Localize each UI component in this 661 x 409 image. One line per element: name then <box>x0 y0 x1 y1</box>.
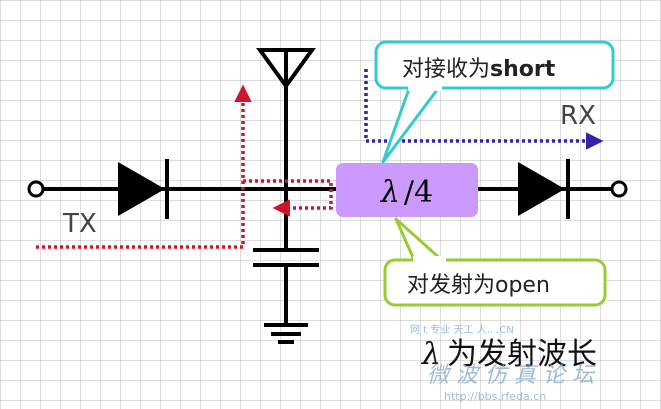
rx-diode <box>518 159 570 219</box>
note-lambda-symbol: λ <box>421 337 441 372</box>
antenna-icon <box>256 48 316 90</box>
lambda-box-fraction: /4 <box>404 175 433 210</box>
callout-open: 对发射为open <box>383 217 607 307</box>
watermark: 网 t 专业 天工 人.. .CN 微 波 仿 真 论 坛 http://bbs… <box>410 323 596 403</box>
rx-label: RX <box>560 101 596 131</box>
callout-short: 对接收为short <box>374 40 615 164</box>
lambda-box-symbol: λ <box>380 175 400 210</box>
watermark-line2: 微 波 仿 真 论 坛 <box>427 363 596 388</box>
watermark-url: http://bbs.rfeda.cn <box>444 390 546 403</box>
capacitor-icon <box>253 248 319 267</box>
note-text: 为发射波长 <box>447 337 597 372</box>
callout-short-prefix: 对接收为 <box>402 57 490 82</box>
rx-terminal <box>610 180 628 198</box>
watermark-line1: 网 t 专业 天工 人.. .CN <box>410 323 514 336</box>
tx-terminal <box>27 180 45 198</box>
tx-diode <box>118 159 169 219</box>
lambda-quarter-box <box>336 163 478 217</box>
svg-text:对接收为short: 对接收为short <box>402 57 556 82</box>
tx-path <box>36 84 333 249</box>
rx-path <box>364 69 604 150</box>
callout-open-text: 对发射为open <box>407 273 550 298</box>
ground-icon <box>264 323 308 344</box>
tx-label: TX <box>62 209 97 239</box>
svg-text:λ/4: λ/4 <box>380 175 433 210</box>
callout-short-bold: short <box>490 57 556 82</box>
